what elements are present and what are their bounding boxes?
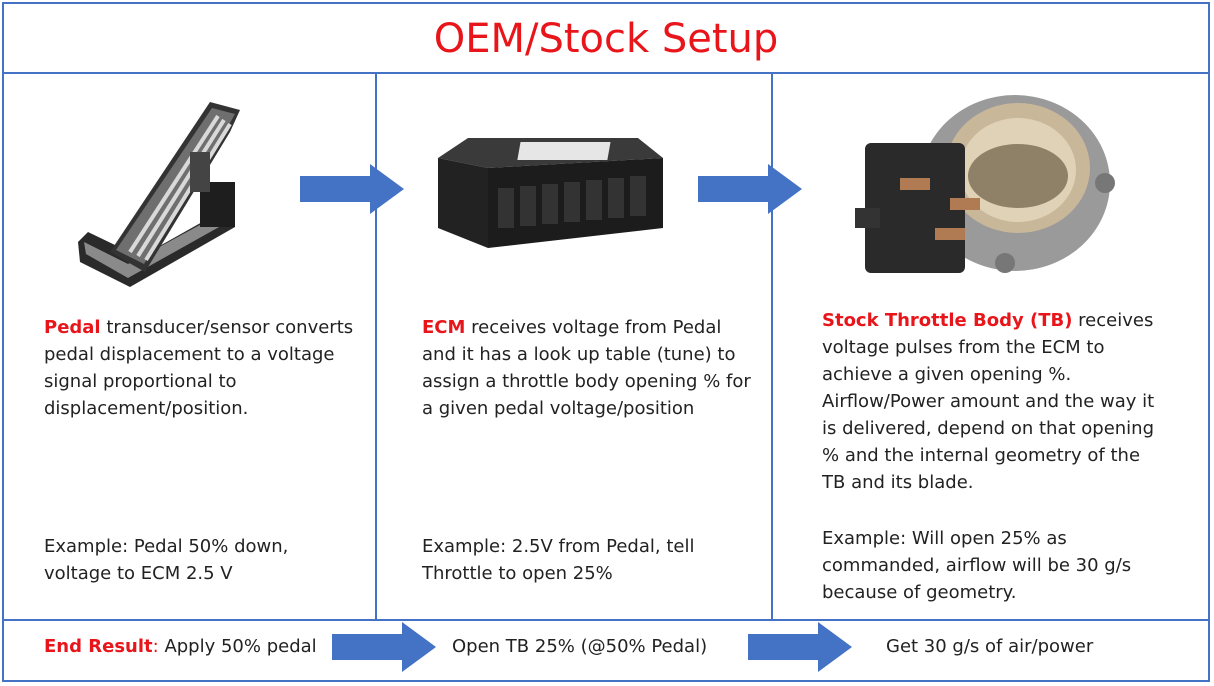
pedal-description-text: transducer/sensor converts pedal displac…	[44, 317, 354, 419]
tb-label: Stock Throttle Body (TB)	[822, 310, 1073, 331]
end-result-step-3: Get 30 g/s of air/power	[886, 636, 1094, 657]
tb-description: Stock Throttle Body (TB) receives voltag…	[822, 307, 1162, 496]
title-divider	[2, 72, 1210, 74]
result-divider	[2, 619, 1210, 621]
tb-description-text: receives voltage pulses from the ECM to …	[822, 310, 1155, 493]
end-result-label: End Result	[44, 636, 153, 657]
ecm-description-text: receives voltage from Pedal and it has a…	[422, 317, 751, 419]
accelerator-pedal-photo	[78, 102, 240, 287]
ecm-example: Example: 2.5V from Pedal, tell Throttle …	[422, 536, 695, 584]
end-result-step-2: Open TB 25% (@50% Pedal)	[452, 636, 708, 657]
throttle-body-photo	[855, 95, 1115, 273]
column-divider-2	[771, 72, 773, 620]
pedal-description: Pedal transducer/sensor converts pedal d…	[44, 314, 364, 422]
end-result-separator: :	[152, 636, 159, 657]
arrow-ecm-to-tb-icon	[698, 164, 802, 214]
column-divider-1	[375, 72, 377, 620]
tb-example: Example: Will open 25% as commanded, air…	[822, 528, 1132, 603]
pedal-example: Example: Pedal 50% down, voltage to ECM …	[44, 536, 289, 584]
pedal-label: Pedal	[44, 317, 101, 338]
end-result-step-1: End Result: Apply 50% pedal	[44, 633, 317, 660]
arrow-result-2-icon	[748, 622, 852, 672]
arrow-pedal-to-ecm-icon	[300, 164, 404, 214]
end-result-step-1-text: Apply 50% pedal	[158, 636, 317, 657]
ecm-label: ECM	[422, 317, 466, 338]
ecm-description: ECM receives voltage from Pedal and it h…	[422, 314, 752, 422]
ecm-module-photo	[438, 138, 663, 248]
arrow-result-1-icon	[332, 622, 436, 672]
diagram-title: OEM/Stock Setup	[433, 16, 779, 62]
